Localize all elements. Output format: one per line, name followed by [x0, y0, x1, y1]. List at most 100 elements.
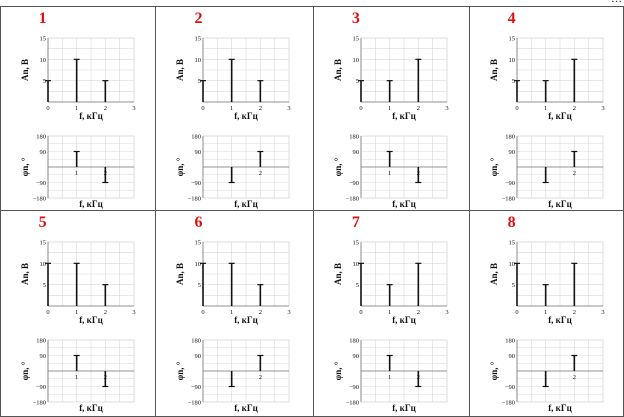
x-tick-label: 3 [287, 105, 290, 112]
y-tick-label: 10 [40, 57, 47, 64]
variant-number: 2 [194, 10, 203, 27]
y-tick-label: 5 [198, 78, 201, 85]
variant-number: 4 [507, 10, 516, 27]
y-tick-label: −90 [505, 384, 515, 391]
y-tick-label: 10 [195, 261, 202, 268]
variant-number: 5 [38, 214, 47, 231]
y-tick-label: 180 [191, 134, 201, 141]
x-axis-label: f, кГц [234, 199, 258, 209]
y-tick-label: −90 [349, 180, 359, 187]
y-tick-label: −90 [349, 384, 359, 391]
x-axis-label: f, кГц [234, 403, 258, 413]
x-tick-label: 1 [75, 309, 78, 316]
x-tick-label: 0 [201, 105, 204, 112]
y-tick-label: 15 [509, 36, 516, 43]
x-tick-label: 1 [75, 374, 78, 381]
y-tick-label: 15 [195, 240, 202, 247]
y-tick-label: 5 [356, 282, 359, 289]
x-axis-label: f, кГц [79, 199, 103, 209]
x-tick-label: 1 [75, 170, 78, 177]
y-axis-label: An, B [489, 263, 499, 285]
y-tick-label: 10 [40, 261, 47, 268]
x-tick-label: 0 [359, 105, 362, 112]
y-axis-label: An, B [175, 263, 185, 285]
y-tick-label: 180 [191, 338, 201, 345]
x-tick-label: 1 [388, 374, 391, 381]
x-tick-label: 2 [259, 170, 262, 177]
y-axis-label: φn, ° [20, 157, 30, 176]
x-tick-label: 3 [287, 309, 290, 316]
variant-number: 6 [194, 214, 203, 231]
x-tick-label: 2 [259, 105, 262, 112]
y-tick-label: 180 [505, 134, 515, 141]
x-axis-label: f, кГц [392, 111, 416, 121]
x-tick-label: 0 [515, 309, 518, 316]
y-axis-label: φn, ° [333, 157, 343, 176]
x-tick-label: 3 [445, 105, 448, 112]
y-tick-label: 5 [512, 282, 515, 289]
x-axis-label: f, кГц [548, 403, 572, 413]
y-tick-label: −180 [346, 196, 359, 203]
x-tick-label: 2 [259, 309, 262, 316]
y-axis-label: An, B [175, 59, 185, 81]
y-axis-label: φn, ° [333, 361, 343, 380]
x-tick-label: 0 [46, 309, 49, 316]
x-tick-label: 3 [601, 105, 604, 112]
y-tick-label: 10 [353, 57, 360, 64]
x-axis-label: f, кГц [392, 403, 416, 413]
x-tick-label: 0 [46, 105, 49, 112]
x-tick-label: 1 [388, 170, 391, 177]
y-tick-label: −180 [188, 196, 201, 203]
x-axis-label: f, кГц [548, 111, 572, 121]
x-tick-label: 2 [104, 105, 107, 112]
y-tick-label: −180 [33, 400, 46, 407]
x-axis-label: f, кГц [392, 315, 416, 325]
x-axis-label: f, кГц [79, 111, 103, 121]
y-tick-label: 5 [43, 78, 46, 85]
x-tick-label: 1 [75, 105, 78, 112]
y-axis-label: An, B [489, 59, 499, 81]
y-tick-label: 15 [195, 36, 202, 43]
y-tick-label: 90 [353, 149, 360, 156]
y-tick-label: 15 [353, 240, 360, 247]
x-axis-label: f, кГц [548, 199, 572, 209]
y-axis-label: An, B [20, 263, 30, 285]
y-axis-label: φn, ° [20, 361, 30, 380]
y-tick-label: −90 [191, 384, 201, 391]
y-tick-label: −180 [33, 196, 46, 203]
y-tick-label: 10 [509, 261, 516, 268]
x-tick-label: 1 [230, 105, 233, 112]
x-axis-label: f, кГц [79, 403, 103, 413]
y-tick-label: 180 [505, 338, 515, 345]
corner-text: … [611, 0, 622, 5]
x-axis-label: f, кГц [234, 111, 258, 121]
y-tick-label: 180 [349, 338, 359, 345]
y-axis-label: An, B [20, 59, 30, 81]
y-tick-label: 90 [195, 149, 202, 156]
x-axis-label: f, кГц [548, 315, 572, 325]
y-tick-label: −180 [502, 196, 515, 203]
y-tick-label: 90 [509, 353, 516, 360]
x-tick-label: 1 [544, 309, 547, 316]
y-tick-label: 90 [353, 353, 360, 360]
y-axis-label: An, B [333, 59, 343, 81]
y-tick-label: 15 [353, 36, 360, 43]
